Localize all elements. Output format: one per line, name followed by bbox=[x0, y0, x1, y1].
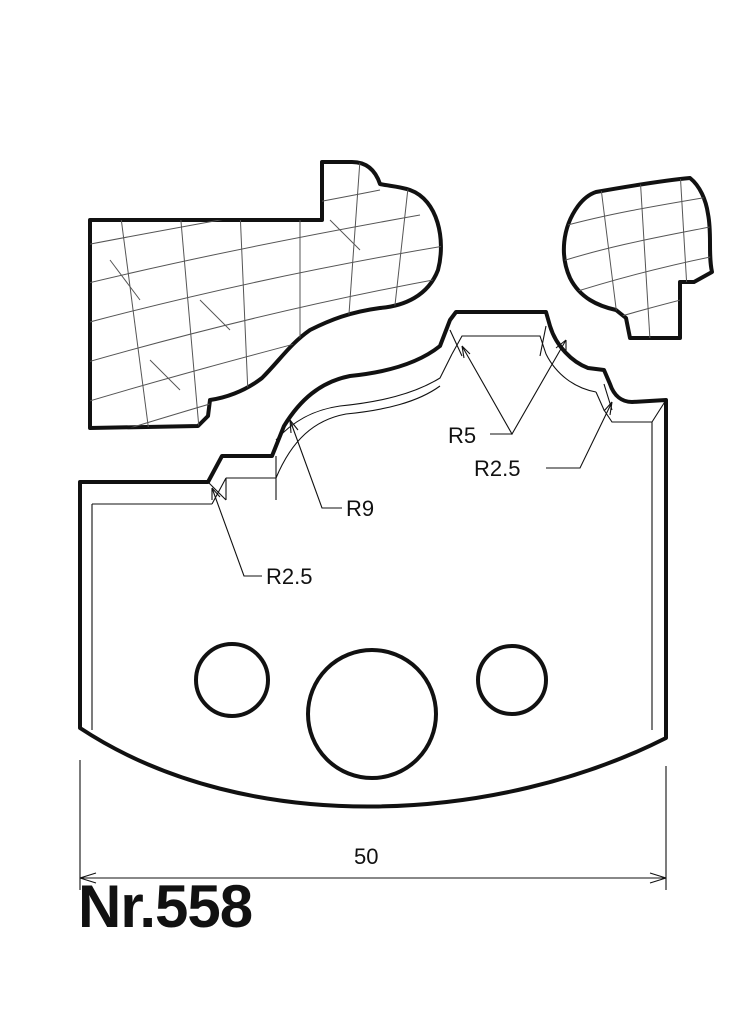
blade-inner-contour bbox=[275, 353, 453, 441]
blade-edge-corner-lines bbox=[207, 325, 613, 501]
width-value: 50 bbox=[354, 844, 378, 869]
arrowhead-r9 bbox=[289, 419, 299, 434]
left-workpiece-outline bbox=[88, 160, 443, 430]
leader-r2-5-right bbox=[546, 401, 613, 469]
label-r5: R5 bbox=[448, 423, 476, 448]
model-number: Nr.558 bbox=[78, 873, 253, 940]
dimension-arrow-right bbox=[649, 872, 667, 884]
leader-r9 bbox=[289, 419, 342, 509]
arrowhead-r2-5-right bbox=[603, 401, 613, 416]
dimension-arrow-left bbox=[79, 872, 97, 884]
knife-blade bbox=[78, 310, 668, 809]
radius-annotations: R2.5 R9 R5 R2.5 bbox=[211, 339, 613, 589]
mounting-hole-left bbox=[194, 642, 270, 718]
width-dimension: 50 bbox=[79, 760, 667, 890]
right-workpiece-profile bbox=[561, 176, 714, 340]
label-r2-5-right: R2.5 bbox=[474, 456, 520, 481]
right-workpiece-outline bbox=[561, 176, 714, 340]
leader-r2-5-left bbox=[211, 487, 262, 577]
label-r9: R9 bbox=[346, 496, 374, 521]
leader-r5 bbox=[461, 339, 567, 436]
mounting-hole-right bbox=[476, 644, 548, 716]
arrowhead-r5 bbox=[461, 339, 567, 359]
label-r2-5-left: R2.5 bbox=[266, 564, 312, 589]
mounting-hole-center bbox=[306, 648, 438, 780]
arrowhead-r2-5-left bbox=[211, 487, 221, 500]
